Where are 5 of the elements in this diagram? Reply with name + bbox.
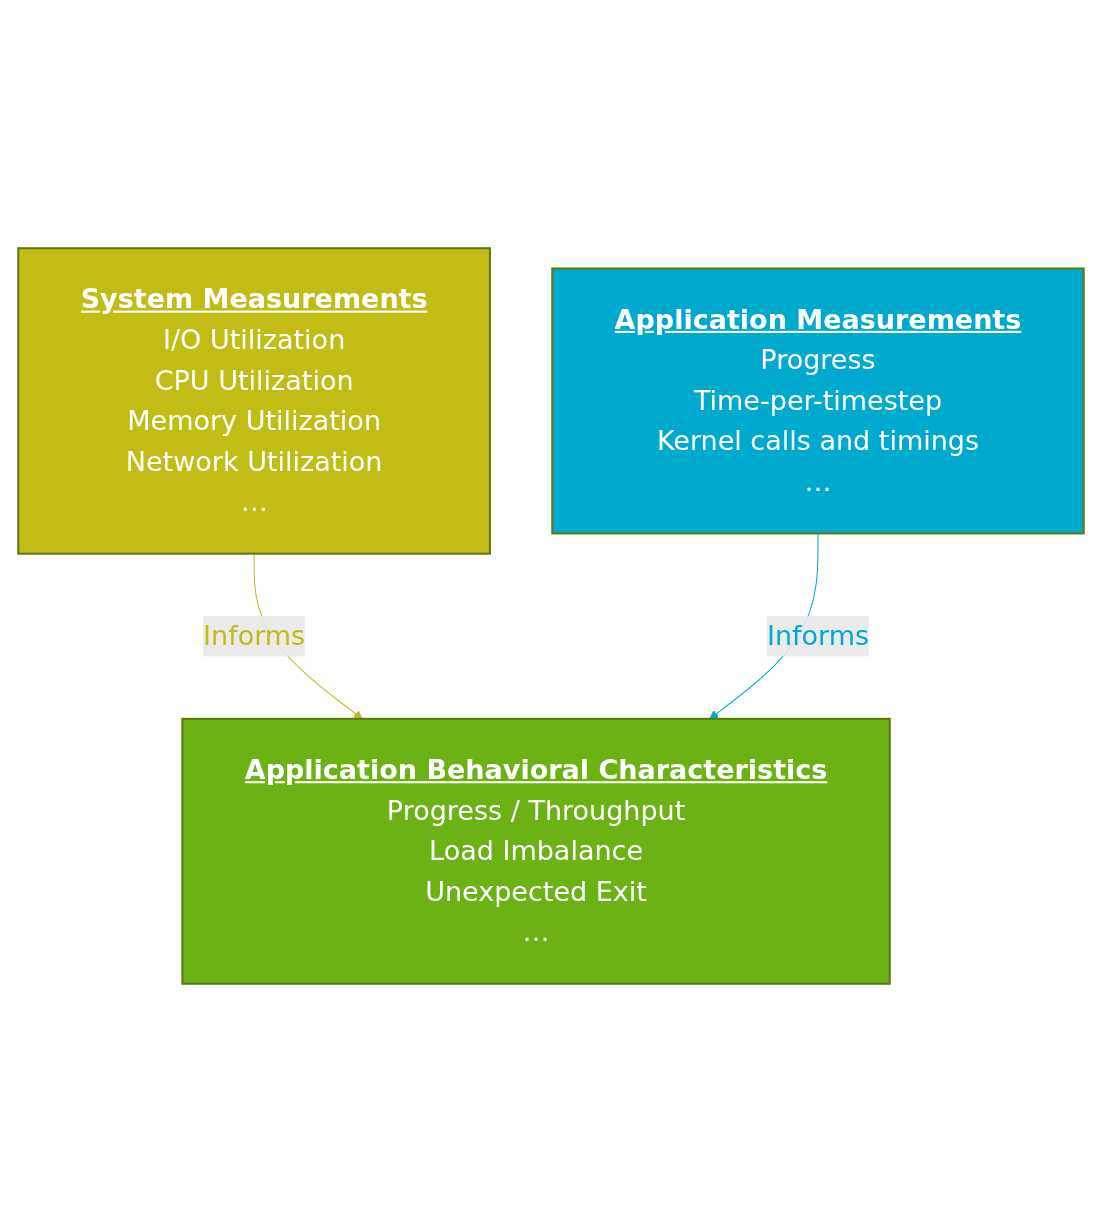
node-box: Application Behavioral Characteristics Progress / Throughput Load Imbalance Unexpected Exit … bbox=[181, 717, 891, 985]
node-box: Application Measurements Progress Time-per-timestep Kernel calls and timings … bbox=[551, 267, 1085, 535]
edge-label: Informs bbox=[766, 620, 870, 652]
node-box: System Measurements I/O Utilization CPU Utilization Memory Utilization Network Utilization … bbox=[17, 247, 491, 555]
edge-label: Informs bbox=[203, 620, 306, 652]
